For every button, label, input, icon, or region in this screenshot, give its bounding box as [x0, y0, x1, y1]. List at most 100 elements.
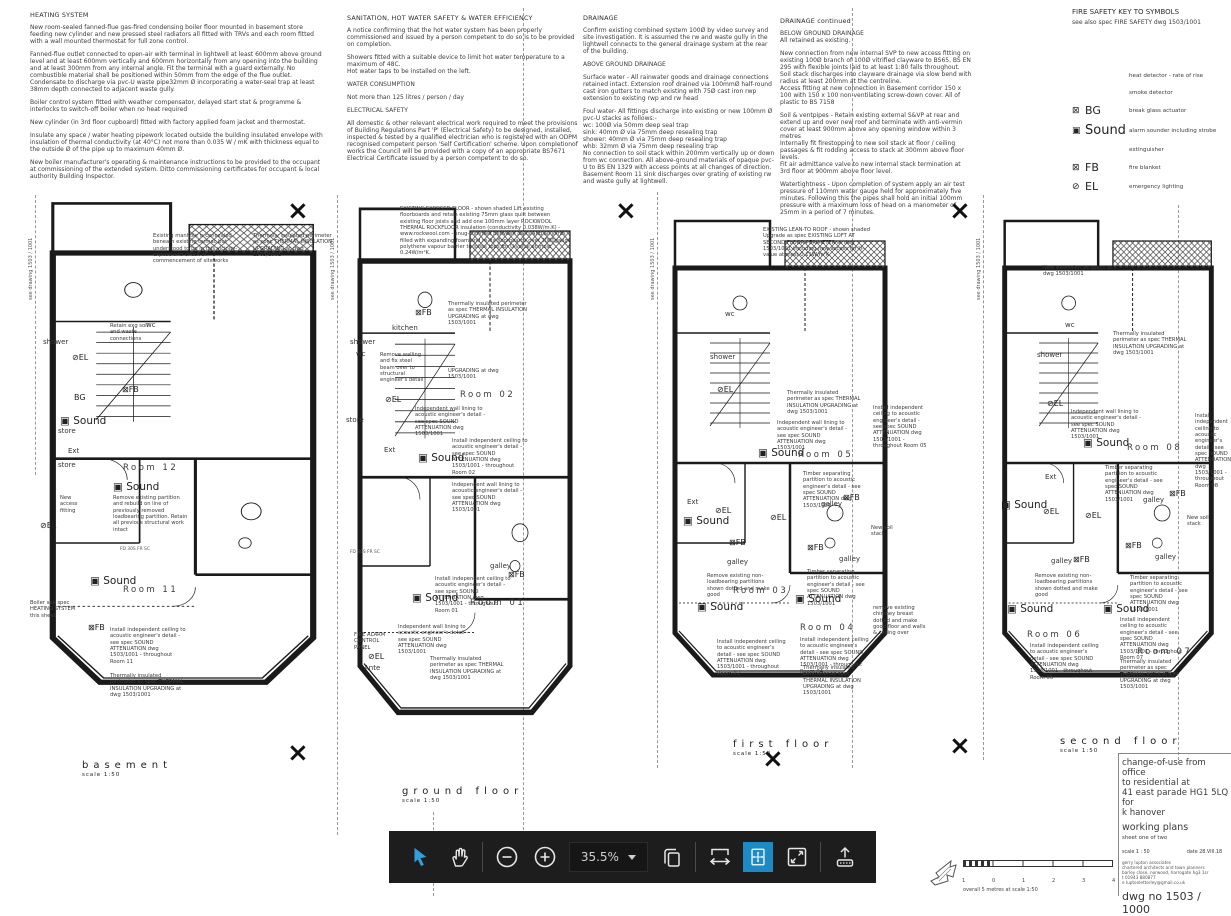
- plan-annotation: Independent wall lining to acoustic engi…: [398, 624, 469, 656]
- room-label: Room 08: [1127, 443, 1183, 453]
- plan-first-floor[interactable]: EXISTING LEAN-TO ROOF - shown shaded Upg…: [655, 213, 927, 763]
- plan-annotation: Independent wall lining to acoustic engi…: [452, 482, 523, 514]
- fire-key-item: extinguisher: [1072, 144, 1230, 155]
- spec-paragraph: Showers fitted with a suitable device to…: [347, 54, 565, 75]
- fullscreen-button[interactable]: [782, 840, 812, 874]
- plan-ground-floor[interactable]: EXISTING EXPOSED FLOOR - shown shaded Li…: [340, 200, 590, 810]
- fire-symbol-label: BG: [74, 393, 86, 402]
- plan-annotation: shower: [350, 338, 376, 346]
- spec-paragraph: New room-sealed fanned-flue gas-fired co…: [30, 24, 314, 45]
- spec-paragraph: New boiler manufacturer's operating & ma…: [30, 159, 321, 180]
- zoom-in-icon: [534, 846, 556, 868]
- fire-symbol-label: ⊠FB: [843, 493, 860, 502]
- spec-paragraph: Watertightness - Upon completion of syst…: [780, 181, 965, 216]
- spec-paragraph: Not more than 125 litres / person / day: [347, 94, 464, 101]
- fire-symbol-label: ⊠FB: [88, 623, 105, 632]
- fire-symbol-label: ⊘EL: [770, 513, 787, 522]
- fire-key-description: extinguisher: [1129, 146, 1164, 153]
- fire-key-list: heat detector - rate of rise smoke detect…: [1072, 70, 1230, 194]
- fire-symbol-label: ▣ Sound: [697, 601, 744, 613]
- fire-key-item: heat detector - rate of rise: [1072, 70, 1230, 81]
- fire-symbol-label: ▣ Sound: [758, 447, 805, 459]
- drawing-date: date 28.VIII.18: [1186, 850, 1222, 855]
- section-cut-mark: ×: [949, 196, 971, 226]
- fire-symbol-label: ⊠FB: [508, 570, 525, 579]
- plan-annotation: Ext: [687, 498, 699, 506]
- copy-page-button[interactable]: [657, 840, 687, 874]
- spec-title: HEATING SYSTEM: [30, 11, 89, 19]
- fire-key-subtitle: see also spec FIRE SAFETY dwg 1503/1001: [1072, 19, 1201, 26]
- plan-annotation: Existing manhole is concealed beneath ex…: [153, 233, 238, 265]
- fire-key-description: break glass actuator: [1129, 107, 1187, 114]
- drawing-scale: scale 1 : 50: [1122, 850, 1150, 855]
- scale-bar-caption: overall 5 metres at scale 1:50: [963, 887, 1038, 893]
- plan-annotation: Timber separating partition to acoustic …: [807, 569, 865, 607]
- fire-key-code: FB: [1085, 161, 1099, 174]
- fit-width-button[interactable]: [705, 840, 735, 874]
- fire-key-title: FIRE SAFETY KEY TO SYMBOLS: [1072, 8, 1180, 16]
- fire-symbol-label: ▣ Sound: [60, 415, 107, 427]
- floor-name: basement: [82, 760, 172, 771]
- fire-symbol-label: ⊠FB: [729, 538, 746, 547]
- zoom-in-button[interactable]: [530, 840, 560, 874]
- plan-annotation: Install independent ceiling to acoustic …: [800, 637, 869, 675]
- plan-annotation: Boiler see spec HEATING SYSTEM this shee…: [30, 600, 76, 619]
- plan-annotation: wc: [146, 321, 156, 329]
- spec-paragraph: Boiler control system fitted with weathe…: [30, 99, 302, 113]
- select-tool-button[interactable]: [405, 840, 435, 874]
- room-label: Room 01: [470, 598, 526, 608]
- plan-annotation: Retain exg soil and waste connections: [110, 323, 149, 342]
- scale-bar-tick: 4: [1112, 878, 1116, 884]
- floor-name: second floor: [1060, 736, 1182, 747]
- fire-key-item: smoke detector: [1072, 87, 1230, 98]
- plan-annotation: Independent wall lining to acoustic engi…: [415, 406, 486, 438]
- section-cut-mark: ×: [762, 744, 784, 774]
- plan-annotation: wc: [1065, 321, 1075, 329]
- plan-annotation: Thermally insulated perimeter as spec TH…: [110, 673, 184, 699]
- plan-annotation: Ext: [68, 447, 80, 455]
- fit-page-button[interactable]: [743, 840, 774, 874]
- plan-basement[interactable]: Existing manhole is concealed beneath ex…: [28, 195, 338, 775]
- plan-annotation: Thermally insulated perimeter as spec TH…: [253, 233, 333, 259]
- plan-annotation: Thermally insulated perimeter as spec TH…: [1113, 331, 1187, 357]
- zoom-level-value: 35.5%: [580, 850, 619, 864]
- plan-annotation: shower: [43, 338, 69, 346]
- section-line: [35, 195, 36, 475]
- spec-paragraph: Soil & ventpipes - Retain existing exter…: [780, 112, 965, 175]
- plan-annotation: Ante: [364, 664, 381, 672]
- spec-title: DRAINAGE: [583, 14, 618, 22]
- zoom-level-dropdown[interactable]: 35.5%: [568, 842, 648, 872]
- sheet-number: sheet one of two: [1122, 835, 1168, 841]
- plan-annotation: Ext: [384, 446, 396, 454]
- plan-annotation: galley: [839, 555, 861, 563]
- fire-symbol-label: ▣ Sound: [1083, 437, 1130, 449]
- project-title-line: change-of-use from office: [1122, 758, 1206, 778]
- spec-paragraph: ELECTRICAL SAFETY: [347, 107, 408, 114]
- project-title-line: 41 east parade HG1 5LQ: [1122, 788, 1229, 798]
- plan-annotation: Install independent ceiling to acoustic …: [452, 438, 528, 476]
- upload-button[interactable]: [830, 840, 860, 874]
- fire-key-symbol-icon: ▣: [1072, 125, 1081, 136]
- pan-tool-button[interactable]: [444, 840, 474, 874]
- cursor-icon: [414, 847, 427, 867]
- room-label: Room 06: [1027, 630, 1083, 640]
- fire-key-symbol-icon: ⊠: [1072, 162, 1080, 173]
- fire-symbol-label: ⊠FB: [1169, 489, 1186, 498]
- spec-paragraph: New connection from new internal SVP to …: [780, 50, 972, 106]
- floor-title-first: first floor scale 1:50: [733, 739, 833, 757]
- zoom-out-button[interactable]: [492, 840, 522, 874]
- plan-annotation: Thermally insulated perimeter as spec TH…: [430, 656, 504, 682]
- plan-annotation: galley: [821, 500, 843, 508]
- fire-symbol-label: ▣ Sound: [1103, 603, 1150, 615]
- plan-annotation: New access fitting: [60, 495, 78, 514]
- plan-annotation: Remove walling and fix steel beam over t…: [380, 352, 424, 384]
- plan-annotation: Install independent ceiling to acoustic …: [873, 405, 927, 450]
- fire-symbol-label: ⊠FB: [1125, 541, 1142, 550]
- drawing-type: working plans: [1122, 822, 1189, 833]
- spec-paragraph: ABOVE GROUND DRAINAGE: [583, 61, 666, 68]
- fire-symbol-label: ▣ Sound: [418, 452, 465, 464]
- fire-symbol-label: ⊠FB: [415, 308, 432, 317]
- plan-annotation: Install independent ceiling to acoustic …: [435, 576, 511, 614]
